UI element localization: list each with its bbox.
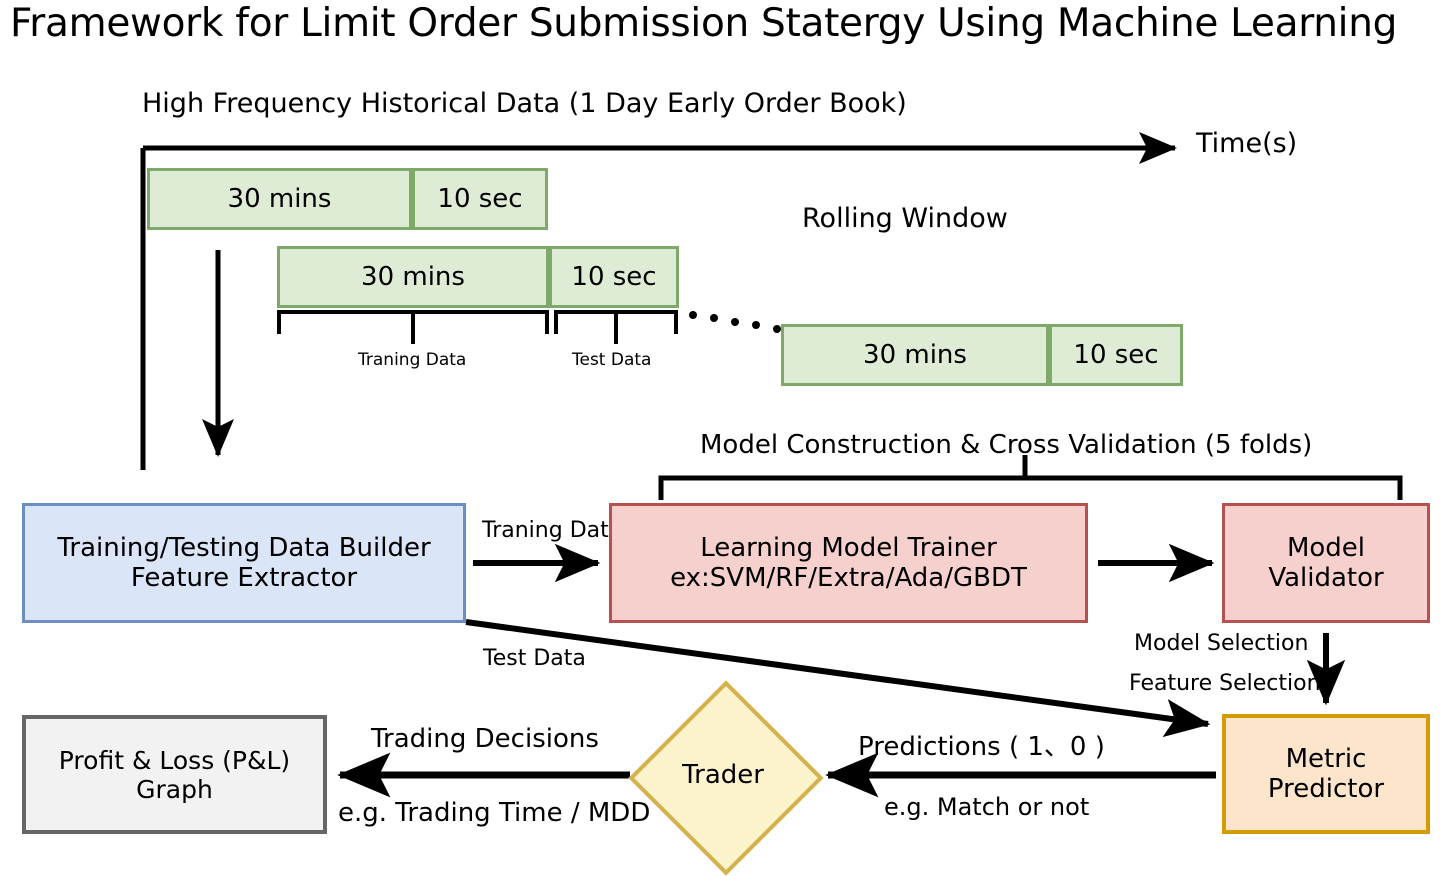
pnl-line-2: Graph: [136, 774, 213, 804]
validator-line-1: Model: [1286, 533, 1366, 563]
ellipsis-dots: [689, 311, 781, 333]
trainer-line-2: ex:SVM/RF/Extra/Ada/GBDT: [670, 563, 1027, 593]
time-axis-label: Time(s): [1196, 128, 1298, 159]
cross-validation-bracket: [658, 455, 1403, 500]
window-3-test-label: 10 sec: [1073, 340, 1159, 370]
metric-line-1: Metric: [1285, 744, 1367, 774]
trader-label: Trader: [682, 760, 764, 790]
window-2-train-segment: 30 mins: [277, 246, 549, 308]
edge-label-test-data: Test Data: [483, 646, 586, 671]
trainer-box[interactable]: Learning Model Trainer ex:SVM/RF/Extra/A…: [609, 503, 1088, 623]
edge-label-predictions: Predictions ( 1、0 ): [858, 732, 1105, 762]
page-title: Framework for Limit Order Submission Sta…: [10, 1, 1398, 46]
builder-line-1: Training/Testing Data Builder: [57, 533, 431, 563]
window-1-test-label: 10 sec: [437, 184, 523, 214]
window-3-test-segment: 10 sec: [1049, 324, 1183, 386]
builder-box[interactable]: Training/Testing Data Builder Feature Ex…: [22, 503, 466, 623]
window-1-train-segment: 30 mins: [147, 168, 412, 230]
training-data-bracket-label: Traning Data: [358, 350, 467, 370]
edge-label-cross-validation: Model Construction & Cross Validation (5…: [700, 430, 1313, 460]
window-2-test-label: 10 sec: [571, 262, 657, 292]
window-2-train-label: 30 mins: [361, 262, 465, 292]
window-2-test-segment: 10 sec: [549, 246, 679, 308]
window-3-train-segment: 30 mins: [781, 324, 1049, 386]
validator-line-2: Validator: [1268, 563, 1384, 593]
edge-label-trading-decisions: Trading Decisions: [371, 724, 599, 754]
metric-predictor-box[interactable]: Metric Predictor: [1222, 714, 1430, 834]
rolling-window-label: Rolling Window: [802, 203, 1008, 234]
pnl-graph-box[interactable]: Profit & Loss (P&L) Graph: [22, 715, 327, 834]
edge-label-trading-time-mdd: e.g. Trading Time / MDD: [338, 798, 651, 828]
edge-label-training-data: Traning Data: [482, 518, 623, 543]
trader-diamond[interactable]: Trader: [628, 680, 824, 876]
test-data-bracket-label: Test Data: [572, 350, 652, 370]
builder-to-metric-arrow: [465, 619, 1211, 738]
trainer-line-1: Learning Model Trainer: [700, 533, 997, 563]
window-1-test-segment: 10 sec: [412, 168, 548, 230]
metric-line-2: Predictor: [1267, 774, 1385, 804]
edge-label-feature-selection: Feature Selection: [1129, 671, 1321, 696]
edge-label-model-selection: Model Selection: [1134, 631, 1309, 656]
edge-label-match-or-not: e.g. Match or not: [884, 793, 1090, 821]
window-1-train-label: 30 mins: [227, 184, 332, 214]
builder-line-2: Feature Extractor: [130, 563, 358, 593]
window-3-train-label: 30 mins: [863, 340, 967, 370]
timeline-caption: High Frequency Historical Data (1 Day Ea…: [142, 88, 907, 119]
pnl-line-1: Profit & Loss (P&L): [58, 745, 291, 775]
validator-box[interactable]: Model Validator: [1222, 503, 1430, 623]
training-data-bracket: [277, 310, 549, 344]
test-data-bracket: [554, 310, 678, 344]
